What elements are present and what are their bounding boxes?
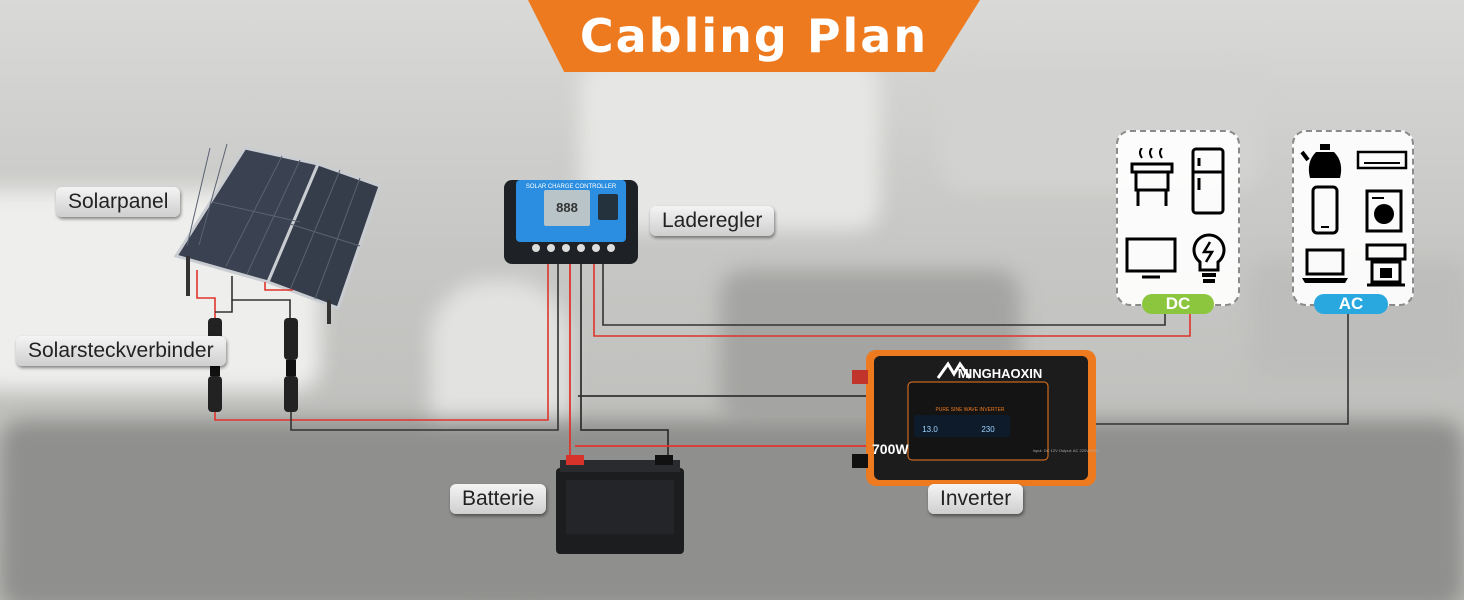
solar-connector-right xyxy=(284,318,298,412)
ac-load-wire xyxy=(1096,312,1349,425)
page-title: Cabling Plan xyxy=(579,9,929,63)
inverter-brand: MINGHAOXIN xyxy=(958,366,1043,381)
bg-floor xyxy=(0,420,1464,600)
label-solar-panel: Solarpanel xyxy=(56,187,181,217)
inverter: MINGHAOXIN PURE SINE WAVE INVERTER 13.0 … xyxy=(852,350,1100,486)
controller-brand: SOLAR CHARGE CONTROLLER xyxy=(526,184,617,190)
kettle-icon xyxy=(1300,144,1342,178)
dc-tag: DC xyxy=(1142,294,1214,314)
air-conditioner-icon xyxy=(1356,150,1408,170)
inverter-input-value: 13.0 xyxy=(922,425,938,434)
connector-wires xyxy=(214,258,559,431)
inverter-spec: Input: DC 12V Output: AC 220V/230V xyxy=(1033,448,1100,453)
light-bulb-icon xyxy=(1192,233,1226,283)
washing-machine-icon xyxy=(1365,189,1403,233)
title-banner: Cabling Plan xyxy=(528,0,980,72)
battery-wires xyxy=(569,258,870,460)
dc-loads-panel xyxy=(1116,130,1240,306)
panel-wires xyxy=(196,270,293,318)
label-charge-controller: Laderegler xyxy=(650,206,775,236)
charge-controller: SOLAR CHARGE CONTROLLER 888 xyxy=(504,180,638,264)
inverter-output-value: 230 xyxy=(981,425,995,434)
tv-icon xyxy=(1125,237,1177,279)
fridge-icon xyxy=(1191,147,1225,215)
solar-panel xyxy=(173,143,382,324)
inverter-power-label: 700W xyxy=(872,441,909,457)
dc-load-wires xyxy=(593,258,1191,337)
inverter-wave: PURE SINE WAVE INVERTER xyxy=(935,407,1004,413)
coffee-machine-icon xyxy=(1365,243,1407,287)
ac-tag: AC xyxy=(1314,294,1388,314)
grill-icon xyxy=(1130,148,1174,206)
ac-loads-panel xyxy=(1292,130,1414,306)
battery xyxy=(556,455,684,554)
controller-display: 888 xyxy=(556,200,578,215)
laptop-icon xyxy=(1302,248,1348,283)
label-inverter: Inverter xyxy=(928,484,1024,514)
label-battery: Batterie xyxy=(450,484,547,514)
phone-icon xyxy=(1311,185,1339,235)
label-solar-connector: Solarsteckverbinder xyxy=(16,336,226,366)
